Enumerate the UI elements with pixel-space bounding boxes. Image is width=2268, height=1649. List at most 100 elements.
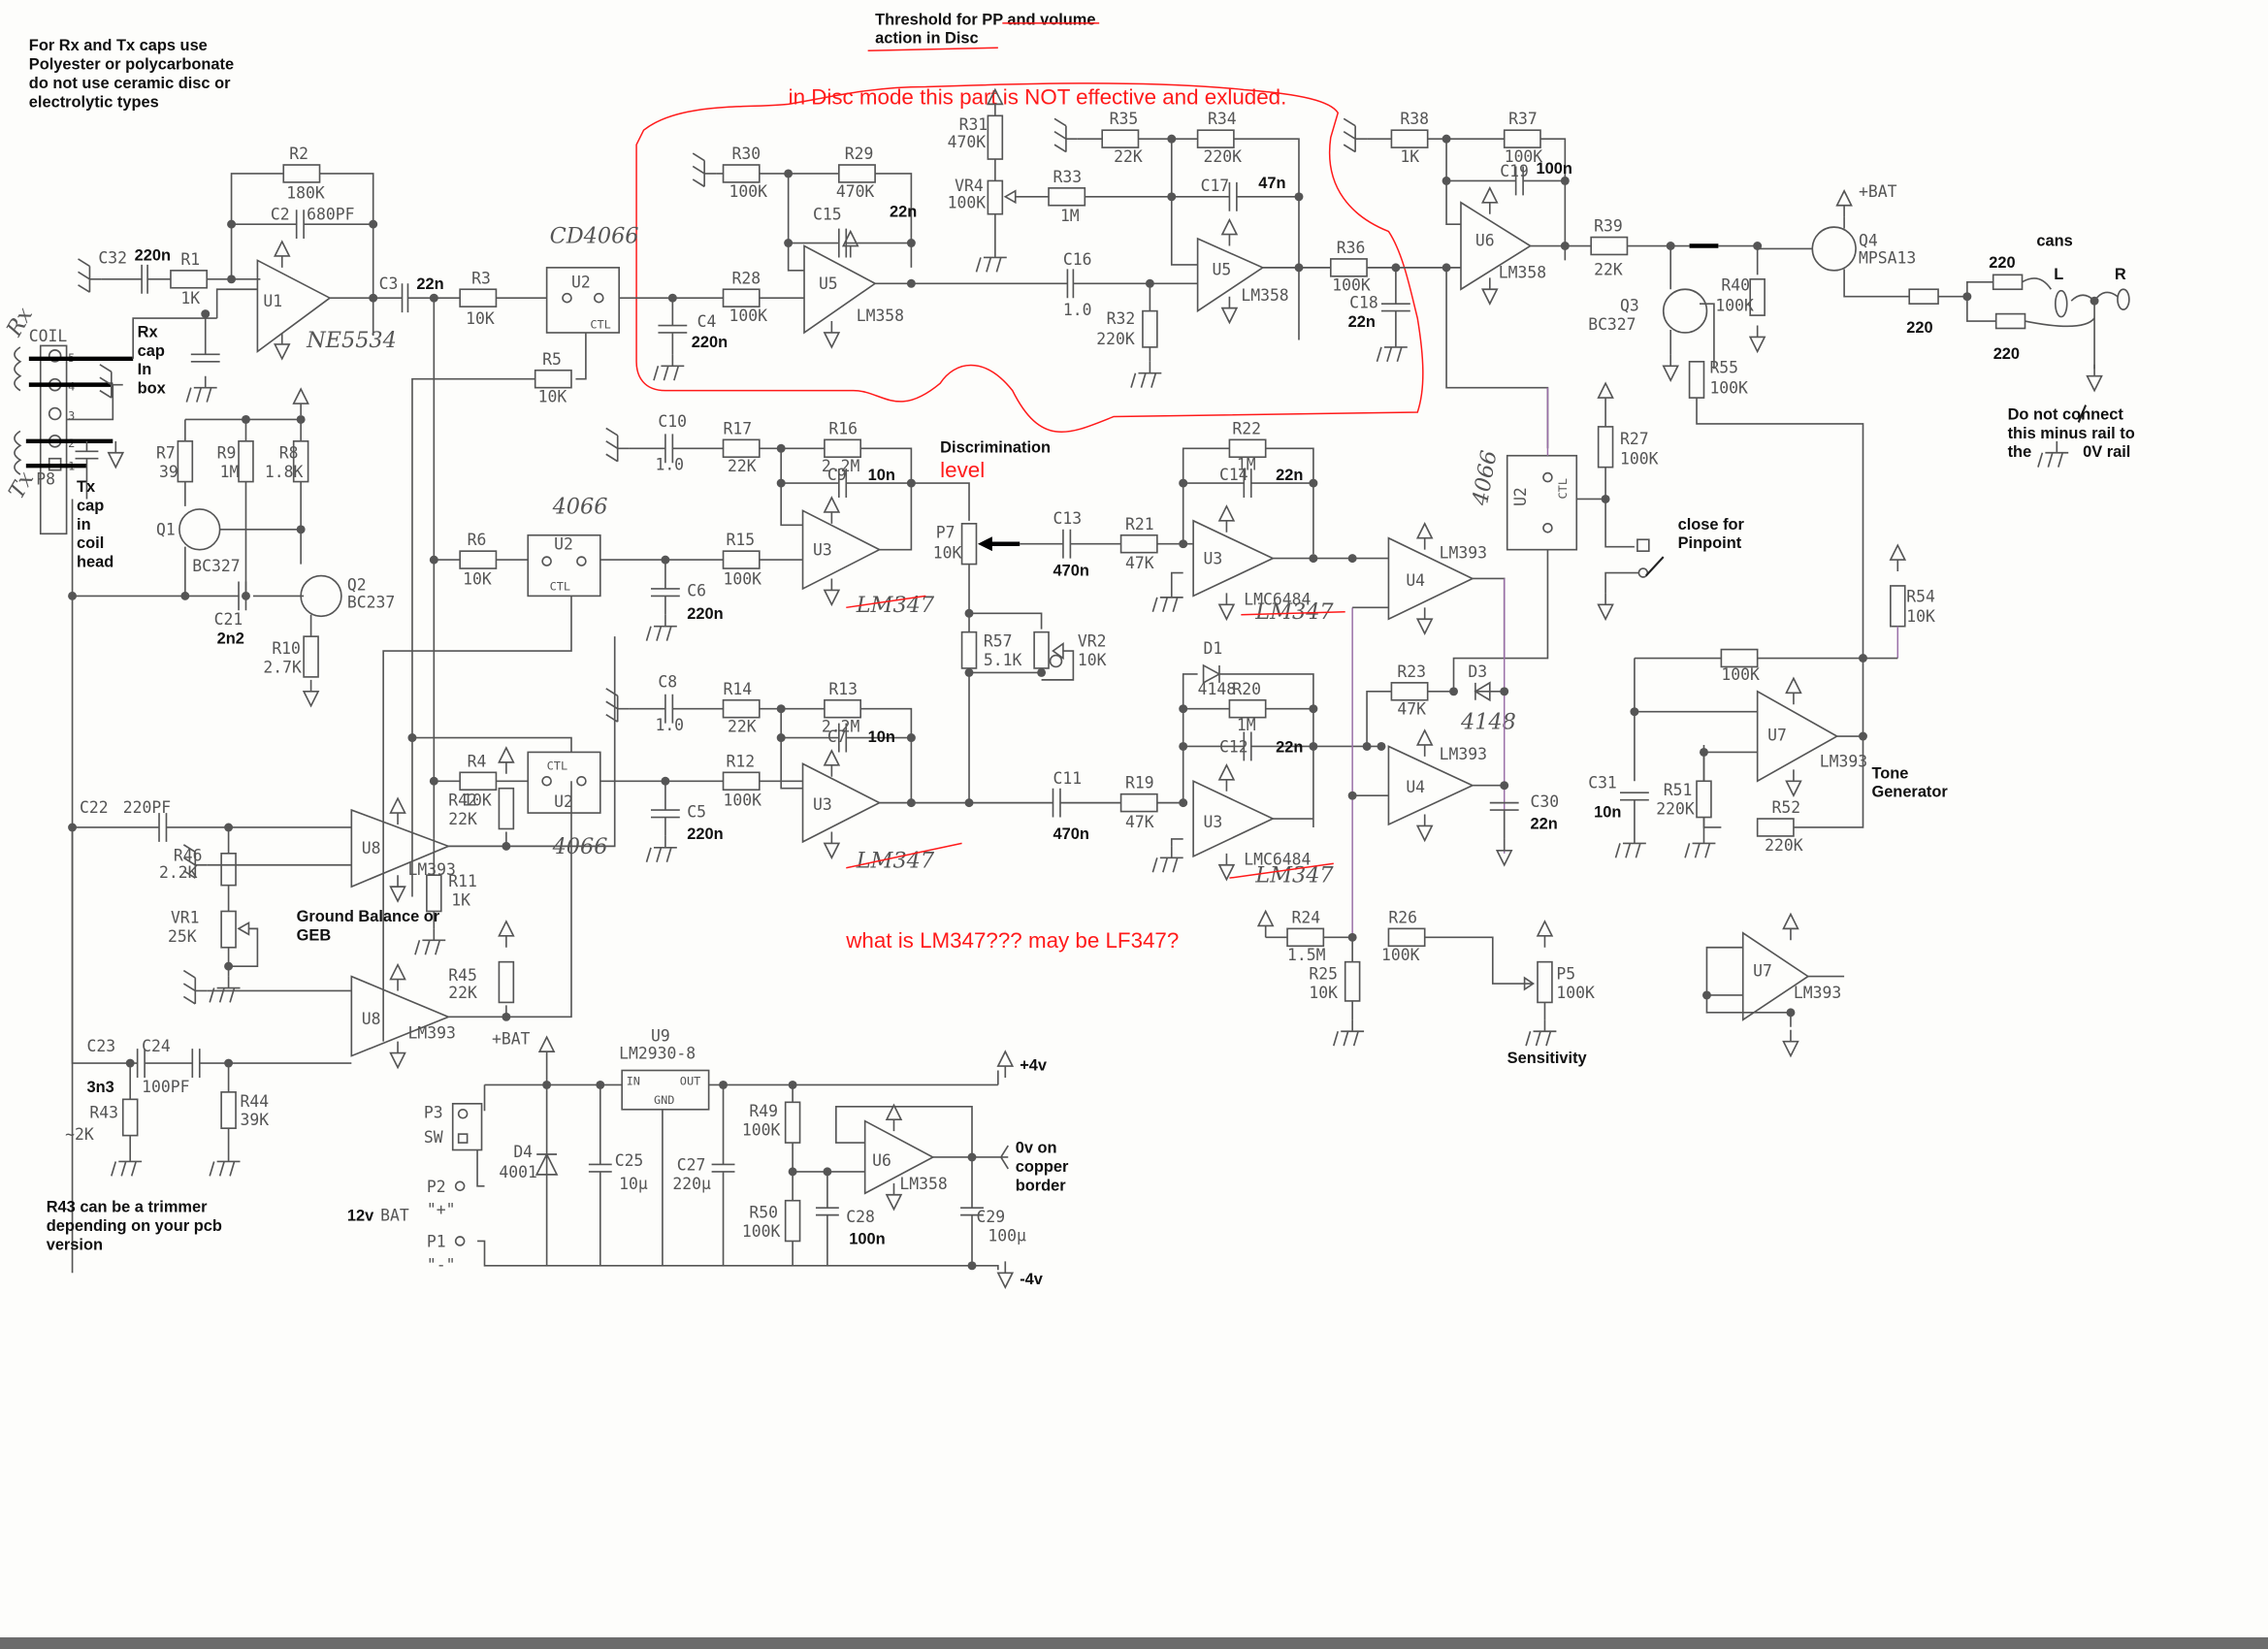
- svg-text:Sensitivity: Sensitivity: [1507, 1050, 1588, 1067]
- svg-text:1M: 1M: [1060, 207, 1080, 225]
- threshold-note: Threshold for PP and volume action in Di…: [867, 11, 1100, 51]
- svg-text:Q1: Q1: [156, 521, 176, 539]
- svg-text:1M: 1M: [220, 463, 240, 481]
- svg-text:MPSA13: MPSA13: [1859, 248, 1916, 267]
- svg-text:100K: 100K: [1709, 379, 1748, 398]
- strikethrough: [867, 22, 1100, 51]
- svg-text:cans: cans: [2036, 233, 2072, 250]
- svg-text:version: version: [47, 1236, 103, 1253]
- svg-text:CTL: CTL: [590, 318, 611, 332]
- u4b-comparator: [1387, 745, 1474, 826]
- q1-transistor: [178, 508, 221, 551]
- svg-text:220n: 220n: [687, 605, 723, 623]
- svg-text:R10: R10: [272, 639, 301, 658]
- svg-text:C19: C19: [1500, 162, 1529, 180]
- svg-text:22K: 22K: [448, 984, 477, 1002]
- svg-text:R32: R32: [1107, 309, 1136, 328]
- svg-text:GND: GND: [654, 1093, 675, 1107]
- svg-text:220K: 220K: [1656, 800, 1695, 819]
- p7-pot: [960, 523, 978, 566]
- svg-text:LM347: LM347: [856, 849, 935, 874]
- disc-mode-warning: in Disc mode this part is NOT effective …: [789, 84, 1287, 109]
- svg-text:10K: 10K: [1906, 607, 1935, 626]
- svg-text:1K: 1K: [451, 891, 470, 910]
- svg-text:R40: R40: [1721, 276, 1750, 295]
- svg-text:C5: C5: [687, 803, 706, 822]
- svg-text:"-": "-": [427, 1255, 456, 1274]
- svg-text:10K: 10K: [466, 309, 495, 328]
- svg-text:Q3: Q3: [1620, 297, 1639, 315]
- svg-text:10n: 10n: [1594, 804, 1621, 822]
- svg-text:470n: 470n: [1053, 563, 1088, 580]
- svg-text:1.0: 1.0: [655, 716, 684, 734]
- svg-text:close for: close for: [1678, 516, 1745, 534]
- svg-text:22K: 22K: [728, 457, 757, 475]
- discrimination-control: Discrimination level P7 10K R57 5.1K VR2…: [933, 439, 1188, 803]
- svg-text:10n: 10n: [868, 467, 895, 484]
- svg-text:10K: 10K: [1309, 984, 1338, 1002]
- svg-text:LM393: LM393: [407, 1024, 455, 1043]
- d4-diode: [535, 1063, 559, 1266]
- svg-text:VR1: VR1: [171, 908, 200, 926]
- svg-text:0V rail: 0V rail: [2083, 443, 2130, 461]
- svg-text:220µ: 220µ: [672, 1175, 711, 1193]
- svg-text:220PF: 220PF: [123, 798, 171, 817]
- svg-text:C32: C32: [98, 248, 127, 267]
- svg-text:LM347: LM347: [1254, 863, 1334, 889]
- svg-text:22K: 22K: [1594, 260, 1623, 278]
- u2-switch-c: [527, 751, 601, 814]
- svg-text:10K: 10K: [1078, 651, 1107, 669]
- svg-text:22K: 22K: [448, 810, 477, 828]
- svg-text:1.0: 1.0: [1063, 301, 1092, 319]
- svg-text:180K: 180K: [286, 183, 325, 202]
- svg-text:U3: U3: [1204, 550, 1223, 568]
- svg-text:Rx: Rx: [138, 323, 158, 340]
- svg-text:100K: 100K: [1556, 984, 1595, 1002]
- svg-text:LM393: LM393: [1440, 544, 1487, 563]
- svg-text:0v on: 0v on: [1016, 1140, 1057, 1157]
- svg-text:SW: SW: [424, 1128, 443, 1147]
- tone-generator: R54 10K 100K U7 LM393 R51 220K R52 220K …: [1588, 544, 1948, 1057]
- q3-transistor: [1662, 288, 1708, 334]
- scanner-edge: [0, 1637, 2268, 1649]
- svg-text:LM2930-8: LM2930-8: [619, 1045, 696, 1063]
- svg-text:U2: U2: [1511, 487, 1530, 506]
- svg-text:C13: C13: [1053, 509, 1082, 528]
- u2-switch-d: [1506, 454, 1578, 551]
- svg-text:R39: R39: [1594, 217, 1623, 236]
- svg-text:2.2M: 2.2M: [822, 718, 860, 736]
- svg-text:Ground Balance or: Ground Balance or: [297, 908, 440, 925]
- svg-text:R26: R26: [1388, 908, 1417, 926]
- svg-text:R37: R37: [1508, 110, 1538, 128]
- svg-text:OUT: OUT: [680, 1074, 701, 1087]
- svg-text:R: R: [2115, 266, 2126, 283]
- svg-text:C22: C22: [80, 798, 109, 817]
- svg-text:C21: C21: [214, 610, 243, 629]
- svg-text:22n: 22n: [1276, 467, 1303, 484]
- q2-transistor: [300, 574, 342, 618]
- svg-text:220n: 220n: [135, 246, 171, 264]
- svg-text:22K: 22K: [1114, 147, 1143, 166]
- svg-text:R43 can be a trimmer: R43 can be a trimmer: [47, 1199, 208, 1216]
- r2-resistor: [282, 164, 321, 183]
- u9-regulator: [621, 1069, 710, 1111]
- svg-text:47K: 47K: [1125, 554, 1154, 572]
- u2-switch-a: [545, 267, 620, 334]
- svg-text:100K: 100K: [948, 194, 987, 212]
- rx-coil-icon: [14, 346, 22, 392]
- svg-text:100K: 100K: [724, 792, 762, 810]
- svg-text:4148: 4148: [1460, 710, 1516, 735]
- svg-text:U5: U5: [819, 275, 838, 293]
- svg-text:Q2: Q2: [347, 575, 367, 594]
- svg-text:C18: C18: [1349, 294, 1378, 312]
- svg-text:R57: R57: [984, 632, 1013, 651]
- svg-text:+BAT: +BAT: [1859, 182, 1897, 201]
- svg-text:C31: C31: [1588, 774, 1617, 792]
- svg-text:GEB: GEB: [297, 926, 332, 944]
- svg-text:"+": "+": [427, 1201, 456, 1219]
- svg-text:R16: R16: [828, 419, 858, 437]
- svg-text:U3: U3: [813, 795, 832, 814]
- svg-text:C28: C28: [846, 1208, 875, 1226]
- svg-text:4001: 4001: [499, 1163, 536, 1181]
- svg-text:VR2: VR2: [1078, 632, 1107, 651]
